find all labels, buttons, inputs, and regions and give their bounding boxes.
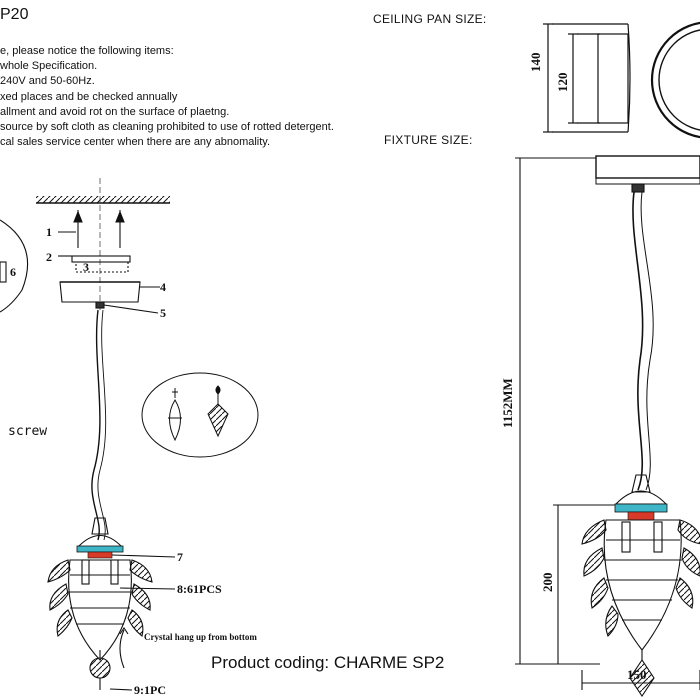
callout-8-crystal-leaves: 8:61PCS — [177, 582, 222, 596]
ceiling-pan-side-view — [543, 23, 631, 133]
fixture-size-title: FIXTURE SIZE: — [384, 133, 473, 147]
callout-9-crystal-ball: 9:1PC — [134, 683, 166, 697]
callout-3: 3 — [83, 260, 89, 274]
fixture-size-drawing — [515, 155, 700, 697]
ceiling-pan-front-view — [650, 21, 700, 139]
fixture-height-dimension: 1152MM — [500, 378, 515, 428]
model-title-fragment: P20 — [0, 6, 29, 23]
callout-2: 2 — [46, 250, 52, 264]
notice-item: whole Specification. — [0, 60, 98, 72]
installation-exploded-view — [0, 178, 176, 691]
fixture-body-dimension: 200 — [540, 572, 555, 593]
ceiling-pan-outer-dimension: 140 — [528, 52, 543, 73]
notice-item: source by soft cloth as cleaning prohibi… — [0, 121, 334, 133]
crystal-hang-note: Crystal hang up from bottom — [144, 632, 257, 642]
notice-item: cal sales service center when there are … — [0, 136, 271, 148]
notice-intro: e, please notice the following items: — [0, 45, 174, 57]
crystal-detail — [141, 372, 259, 458]
ceiling-pan-inner-dimension: 120 — [555, 72, 570, 93]
product-coding: Product coding: CHARME SP2 — [211, 653, 445, 672]
fixture-width-dimension: 150 — [627, 667, 647, 682]
callout-1: 1 — [46, 225, 52, 239]
notice-item: allment and avoid rot on the surface of … — [0, 106, 230, 118]
callout-4: 4 — [160, 280, 166, 294]
callout-5: 5 — [160, 306, 166, 320]
callout-6: 6 — [10, 265, 16, 279]
callout-7: 7 — [177, 550, 183, 564]
screw-label: screw — [8, 424, 48, 439]
notice-item: 240V and 50-60Hz. — [0, 75, 95, 87]
notice-item: xed places and be checked annually — [0, 91, 178, 103]
ceiling-pan-title: CEILING PAN SIZE: — [373, 12, 487, 26]
